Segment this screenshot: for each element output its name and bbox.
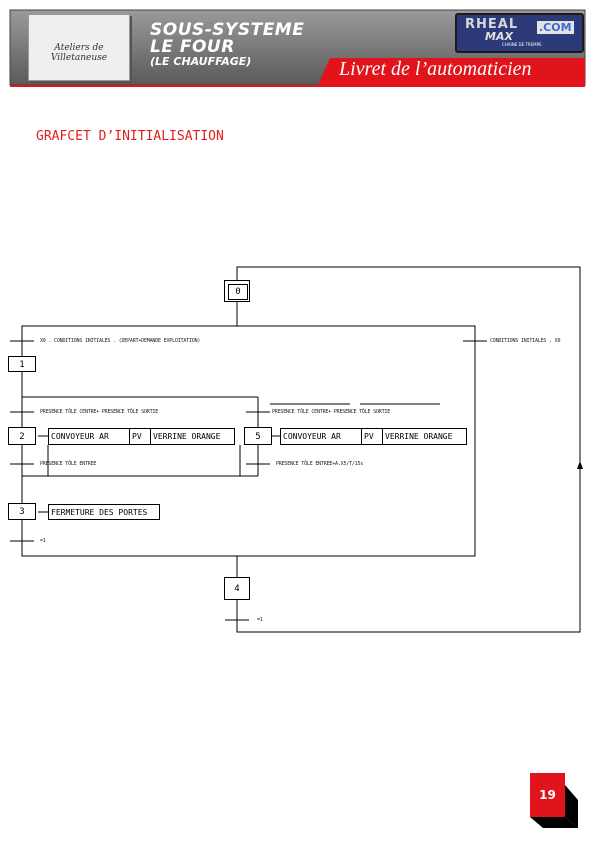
brand-domain: .COM bbox=[537, 21, 574, 34]
booklet-title: Livret de l’automaticien bbox=[339, 58, 532, 80]
title-line-1: SOUS-SYSTEME bbox=[150, 20, 305, 40]
transition-1-left-label: PRESENCE TÔLE CENTRE+ PRESENCE TÔLE SORT… bbox=[40, 409, 159, 415]
transition-3-label: =1 bbox=[40, 538, 46, 544]
action-verrine-orange: VERRINE ORANGE bbox=[382, 428, 467, 445]
action-pv: PV bbox=[129, 428, 151, 445]
org-logo: Ateliers de Villetaneuse bbox=[28, 14, 130, 81]
title-line-2: LE FOUR bbox=[150, 37, 235, 57]
brand-tagline: CHAINE DE TREMPE bbox=[502, 42, 542, 47]
brand-logo: RHEAL .COM MAX CHAINE DE TREMPE bbox=[455, 13, 584, 53]
section-title: GRAFCET D’INITIALISATION bbox=[36, 129, 224, 144]
transition-0-right-label: CONDITIONS INITIALES . X0 bbox=[490, 338, 561, 344]
step-3: 3 bbox=[8, 503, 36, 520]
step-0-initial: 0 bbox=[224, 280, 250, 302]
transition-2-label: PRESENCE TÔLE ENTREE bbox=[40, 461, 97, 467]
transition-5-label: PRESENCE TÔLE ENTREE+A.X5/T/15s bbox=[276, 461, 364, 467]
page-title: SOUS-SYSTEME LE FOUR bbox=[150, 22, 304, 56]
step-5: 5 bbox=[244, 427, 272, 445]
action-convoyeur-ar: CONVOYEUR AR bbox=[48, 428, 130, 445]
brand-name-bottom: MAX bbox=[485, 30, 513, 43]
transition-4-label: =1 bbox=[257, 617, 263, 623]
page-subtitle: (LE CHAUFFAGE) bbox=[150, 55, 252, 68]
transition-0-left-label: X0 . CONDITIONS INITIALES . (DEPART+DEMA… bbox=[40, 338, 201, 344]
step-0-label: 0 bbox=[228, 284, 248, 300]
action-fermeture-portes: FERMETURE DES PORTES bbox=[48, 504, 160, 520]
page-number: 19 bbox=[530, 773, 565, 817]
page-header: Ateliers de Villetaneuse SOUS-SYSTEME LE… bbox=[0, 0, 595, 100]
step-1: 1 bbox=[8, 356, 36, 372]
action-verrine-orange: VERRINE ORANGE bbox=[150, 428, 235, 445]
transition-1-right-label: PRESENCE TÔLE CENTRE+ PRESENCE TÔLE SORT… bbox=[272, 409, 391, 415]
brand-name-top: RHEAL bbox=[465, 17, 519, 32]
step-2: 2 bbox=[8, 427, 36, 445]
step-4: 4 bbox=[224, 577, 250, 600]
loop-back-line bbox=[236, 266, 581, 633]
org-logo-text: Ateliers de Villetaneuse bbox=[50, 43, 108, 63]
arrow-up-icon bbox=[577, 461, 583, 469]
